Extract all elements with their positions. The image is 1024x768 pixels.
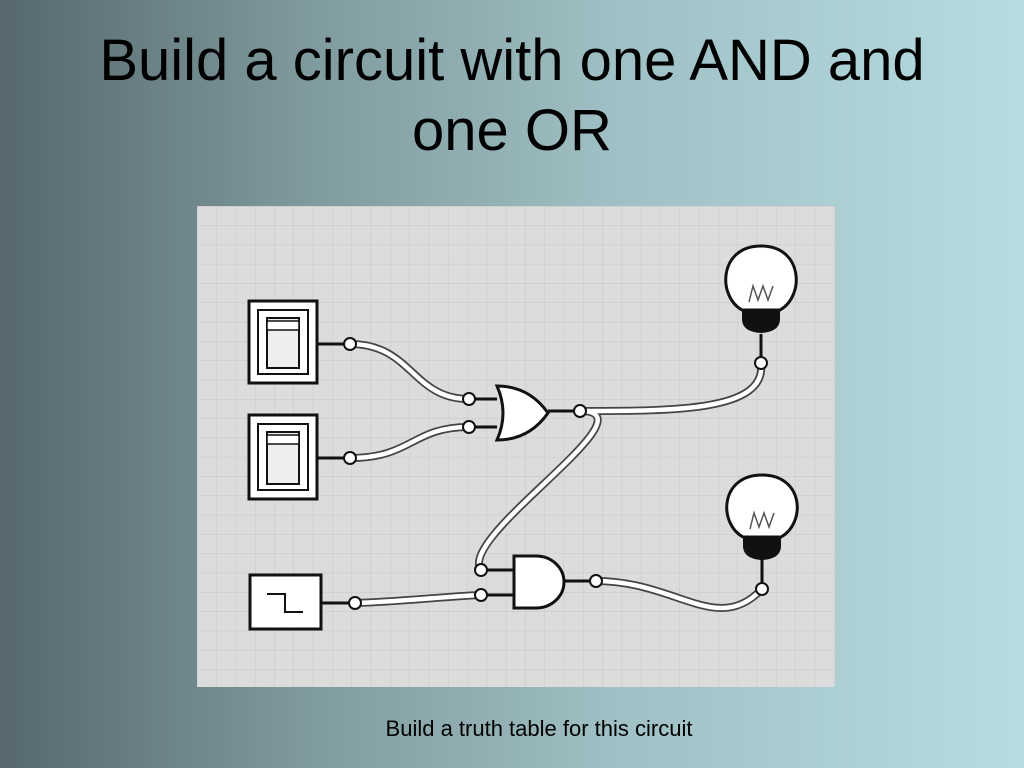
or-gate[interactable] [494,384,550,442]
slide-title: Build a circuit with one AND and one OR [20,26,1004,166]
clock-source[interactable] [248,573,323,631]
wire [347,341,765,611]
light-bulb-2 [725,473,799,560]
connector-pins [343,337,769,610]
circuit-diagram [197,206,835,687]
and-gate[interactable] [512,554,566,610]
light-bulb-1 [724,244,798,333]
title-line-1: Build a circuit with one AND and [99,28,925,93]
toggle-switch-2[interactable] [247,413,319,501]
slide-caption: Build a truth table for this circuit [385,716,693,741]
title-line-2: one OR [412,98,612,163]
toggle-switch-1[interactable] [247,299,319,385]
square-wave-icon [267,593,303,613]
